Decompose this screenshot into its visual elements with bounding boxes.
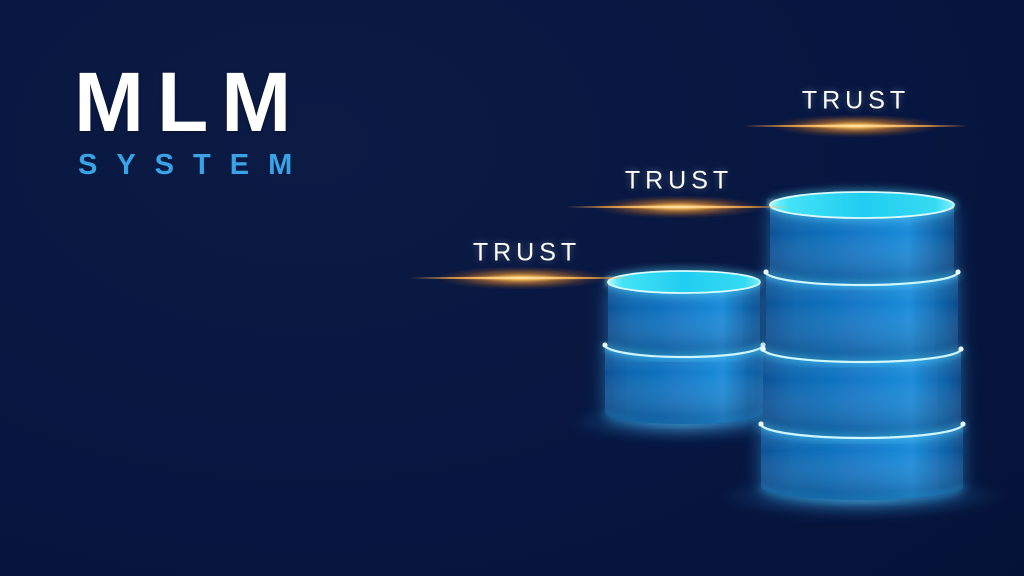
trust-label-bottom: TRUST <box>472 238 582 267</box>
trust-label-top: TRUST <box>801 86 911 115</box>
lens-flare-icon <box>561 191 797 223</box>
logo: MLM SYSTEM <box>74 60 311 180</box>
logo-subtitle: SYSTEM <box>78 149 312 181</box>
lens-flare-icon <box>738 110 974 142</box>
lens-flare-icon <box>404 262 640 294</box>
trust-label-middle: TRUST <box>624 166 734 195</box>
logo-title: MLM <box>74 55 305 149</box>
